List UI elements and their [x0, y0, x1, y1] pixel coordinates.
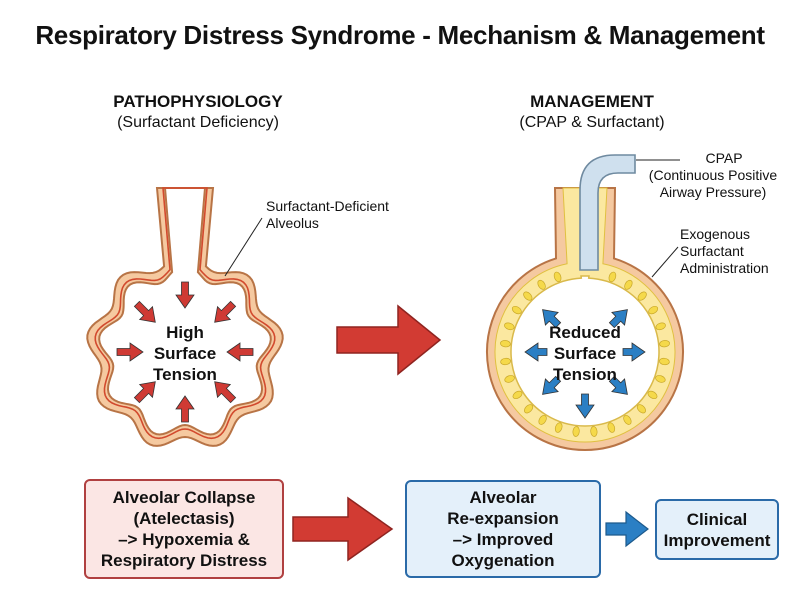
label-line: Surface [553, 344, 617, 363]
blue-outward-arrow-icon [608, 375, 628, 395]
red-inward-arrow-icon [133, 381, 156, 404]
management-heading: MANAGEMENT [530, 92, 654, 111]
surfactant-droplet-icon [607, 422, 616, 433]
surfactant-droplet-icon [537, 279, 546, 290]
surfactant-droplet-icon [524, 404, 534, 414]
label-line: Tension [153, 365, 217, 384]
exogenous-surfactant-label: Exogenous Surfactant Administration [680, 226, 769, 277]
reduced-surface-tension-label: Reduced Surface Tension [525, 322, 645, 385]
surfactant-droplet-icon [623, 414, 632, 425]
high-surface-tension-label: High Surface Tension [125, 322, 245, 385]
big-red-arrow-icon [336, 304, 442, 376]
surfactant-droplet-icon [636, 404, 646, 414]
label-line: (Continuous Positive [648, 167, 778, 183]
pathophysiology-heading: PATHOPHYSIOLOGY [113, 92, 283, 111]
big-red-arrow-icon [292, 496, 394, 562]
pathophysiology-subheading: (Surfactant Deficiency) [117, 114, 279, 131]
cpap-label: CPAP (Continuous Positive Airway Pressur… [628, 150, 798, 201]
surfactant-droplet-icon [637, 291, 647, 301]
surfactant-droplet-icon [590, 426, 598, 437]
label-line: Exogenous [680, 226, 751, 242]
red-inward-arrow-icon [116, 342, 144, 362]
page-title: Respiratory Distress Syndrome - Mechanis… [35, 20, 765, 50]
treated-alveolus [486, 187, 684, 452]
management-header: MANAGEMENT (CPAP & Surfactant) [442, 92, 742, 132]
surfactant-droplet-icon [523, 291, 533, 301]
red-inward-arrow-icon [175, 281, 195, 309]
red-inward-arrow-icon [133, 300, 156, 323]
label-line: Surfactant-Deficient [266, 198, 389, 214]
surfactant-droplet-icon [554, 422, 563, 433]
surfactant-droplet-icon [500, 340, 511, 348]
blue-outward-arrow-icon [622, 342, 646, 362]
surfactant-droplet-icon [624, 279, 633, 290]
box-line: Alveolar Collapse [112, 488, 256, 507]
inward-arrows-group [116, 281, 254, 423]
label-line: Administration [680, 260, 769, 276]
label-line: Tension [553, 365, 617, 384]
surfactant-deficient-leader-line [224, 217, 263, 277]
surfactant-deficient-alveolus-label: Surfactant-Deficient Alveolus [266, 198, 389, 232]
red-inward-arrow-icon [175, 395, 195, 423]
label-line: High [166, 323, 204, 342]
box-line: Oxygenation [451, 551, 555, 570]
surfactant-droplet-icon [572, 426, 580, 437]
blue-outward-arrow-icon [542, 309, 562, 329]
surfactant-droplet-icon [648, 305, 659, 315]
alveolar-reexpansion-box: Alveolar Re-expansion –> Improved Oxygen… [405, 480, 601, 578]
blue-outward-arrow-icon [575, 393, 595, 419]
label-line: Surfactant [680, 243, 744, 259]
label-line: CPAP [705, 150, 743, 166]
surfactant-droplet-icon [538, 414, 547, 425]
surfactant-droplet-icon [504, 322, 515, 331]
clinical-improvement-box: Clinical Improvement [655, 499, 779, 560]
surfactant-droplet-icon [608, 271, 617, 283]
surfactant-leader-line [651, 246, 679, 278]
label-line: Reduced [549, 323, 621, 342]
outward-arrows-group [524, 309, 646, 419]
alveolus-lumen [98, 187, 272, 436]
surfactant-droplet-icon [500, 357, 511, 366]
box-line: Improvement [663, 530, 771, 550]
box-line: –> Improved [452, 530, 554, 549]
red-inward-arrow-icon [214, 381, 237, 404]
surfactant-droplets-group [500, 271, 670, 437]
box-line: –> Hypoxemia & [118, 530, 250, 549]
blue-outward-arrow-icon [542, 375, 562, 395]
box-line: Re-expansion [447, 509, 559, 528]
blue-outward-arrow-icon [608, 309, 628, 329]
alveolar-collapse-box: Alveolar Collapse (Atelectasis) –> Hypox… [84, 479, 284, 579]
blue-outward-arrow-icon [524, 342, 548, 362]
alveolus-inner-line [94, 187, 276, 440]
blue-arrow-icon [605, 510, 649, 548]
red-inward-arrow-icon [214, 300, 237, 323]
cpap-tube-icon [579, 154, 636, 271]
management-subheading: (CPAP & Surfactant) [519, 114, 665, 131]
surfactant-droplet-icon [659, 357, 670, 366]
surfactant-droplet-icon [553, 271, 562, 283]
box-line: (Atelectasis) [133, 509, 235, 528]
surfactant-deficient-alveolus [86, 187, 284, 447]
surfactant-droplet-icon [659, 340, 670, 348]
surfactant-droplet-icon [655, 375, 666, 383]
red-inward-arrow-icon [226, 342, 254, 362]
label-line: Airway Pressure) [659, 184, 767, 200]
label-line: Alveolus [266, 215, 319, 231]
box-line: Alveolar [469, 488, 537, 507]
box-line: Clinical [686, 509, 748, 529]
surfactant-droplet-icon [504, 375, 515, 383]
surfactant-droplet-icon [647, 390, 658, 400]
box-line: Respiratory Distress [100, 551, 268, 570]
surfactant-droplet-icon [511, 305, 522, 315]
pathophysiology-header: PATHOPHYSIOLOGY (Surfactant Deficiency) [48, 92, 348, 132]
label-line: Surface [153, 344, 217, 363]
surfactant-droplet-icon [655, 322, 666, 331]
surfactant-droplet-icon [512, 390, 523, 400]
